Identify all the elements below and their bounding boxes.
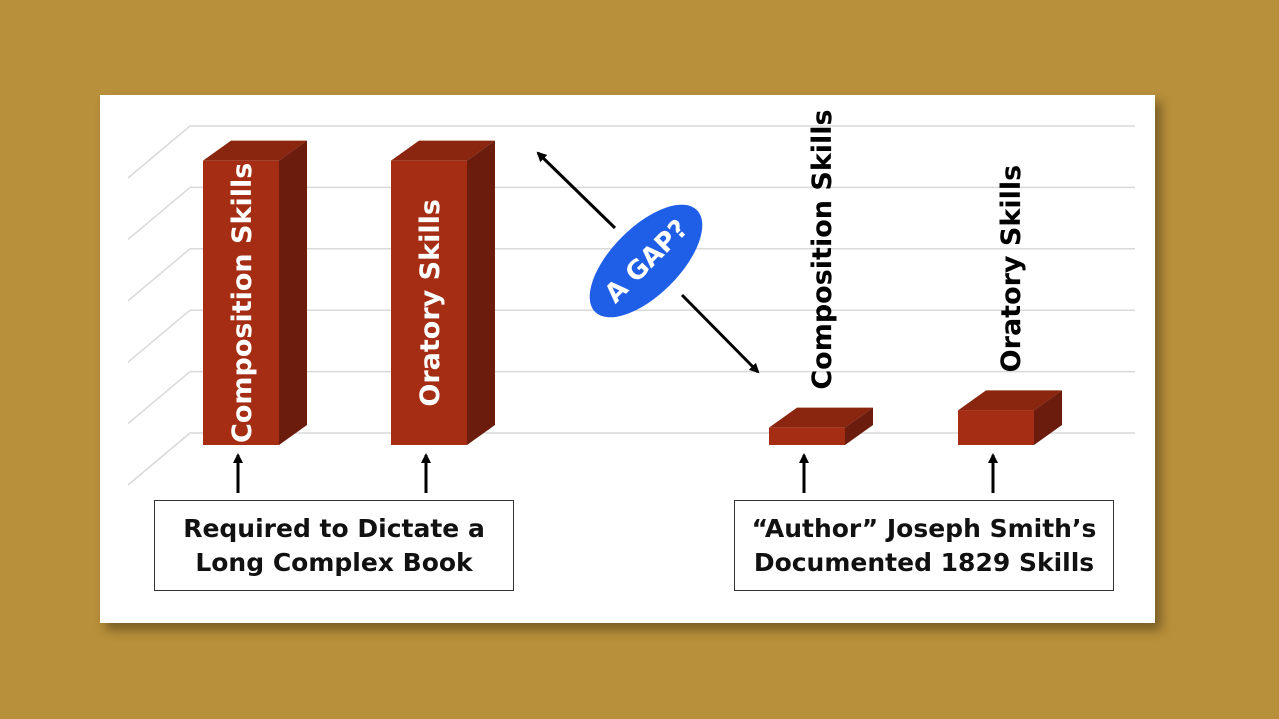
bar-2: Oratory Skills bbox=[391, 140, 495, 445]
bar-side-face bbox=[845, 407, 873, 445]
bar-front-face bbox=[769, 427, 845, 445]
required-skills-line-1: Required to Dictate a bbox=[183, 513, 485, 543]
bar-3: Composition Skills bbox=[769, 109, 873, 445]
slide-panel: Composition Skills Oratory Skills Composit… bbox=[100, 95, 1155, 623]
bars-layer: Composition Skills Oratory Skills Composit… bbox=[203, 109, 1062, 445]
grid-layer bbox=[127, 125, 1135, 486]
documented-skills-box: “Author” Joseph Smith’s Documented 1829 … bbox=[734, 500, 1114, 591]
gridline-depth bbox=[127, 371, 191, 425]
skills-bar-chart: Composition Skills Oratory Skills Composit… bbox=[127, 109, 1135, 493]
bar-label: Composition Skills bbox=[807, 109, 838, 389]
required-skills-box: Required to Dictate a Long Complex Book bbox=[154, 500, 514, 591]
gap-annotation: A GAP? bbox=[536, 151, 760, 374]
gap-arrow-up bbox=[536, 151, 617, 230]
bar-top-face bbox=[769, 407, 873, 428]
bar-front-face bbox=[391, 160, 467, 445]
bar-top-face bbox=[203, 140, 307, 161]
gridline-depth bbox=[127, 309, 191, 363]
gap-arrow-down bbox=[680, 293, 760, 374]
documented-skills-line-2: Documented 1829 Skills bbox=[753, 547, 1095, 577]
bar-label: Oratory Skills bbox=[996, 165, 1027, 373]
bar-side-face bbox=[467, 140, 495, 445]
bar-label: Composition Skills bbox=[227, 163, 258, 443]
required-skills-line-2: Long Complex Book bbox=[195, 547, 473, 577]
bar-side-face bbox=[1034, 390, 1062, 445]
gridline-depth bbox=[127, 432, 191, 486]
gridline-depth bbox=[127, 186, 191, 240]
arrows-layer bbox=[233, 453, 998, 493]
bar-1: Composition Skills bbox=[203, 140, 307, 445]
bar-top-face bbox=[391, 140, 495, 161]
gap-ellipse bbox=[589, 204, 703, 318]
bar-4: Oratory Skills bbox=[958, 165, 1062, 445]
bar-front-face bbox=[958, 410, 1034, 445]
bar-top-face bbox=[958, 390, 1062, 411]
gridline-depth bbox=[127, 125, 191, 179]
bar-side-face bbox=[279, 140, 307, 445]
gridline-depth bbox=[127, 248, 191, 302]
documented-skills-line-1: “Author” Joseph Smith’s bbox=[751, 513, 1097, 543]
bar-label: Oratory Skills bbox=[415, 199, 446, 407]
bar-front-face bbox=[203, 160, 279, 445]
